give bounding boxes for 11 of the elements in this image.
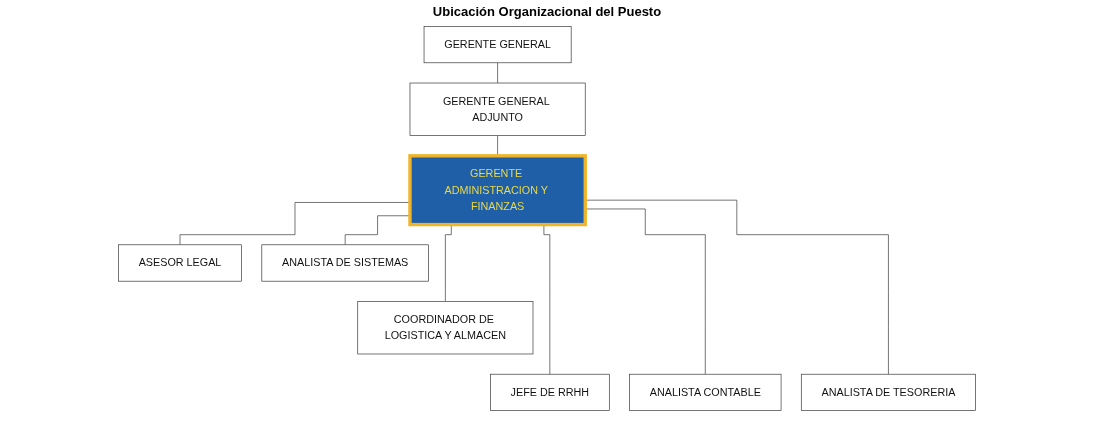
node-box: ASESOR LEGAL	[118, 244, 242, 282]
node-box: GERENTE ADMINISTRACION Y FINANZAS	[408, 154, 587, 227]
node-box: JEFE DE RRHH	[490, 373, 610, 411]
chart-title: Ubicación Organizacional del Puesto	[431, 4, 663, 19]
connector	[497, 62, 498, 84]
node-box: GERENTE GENERAL	[423, 26, 572, 64]
node-box: ANALISTA DE TESORERIA	[800, 373, 976, 411]
node-box: ANALISTA DE SISTEMAS	[261, 244, 429, 282]
node-box: COORDINADOR DE LOGISTICA Y ALMACEN	[357, 301, 534, 355]
node-box: GERENTE GENERAL ADJUNTO	[409, 82, 586, 136]
node-box: ANALISTA CONTABLE	[629, 373, 782, 411]
